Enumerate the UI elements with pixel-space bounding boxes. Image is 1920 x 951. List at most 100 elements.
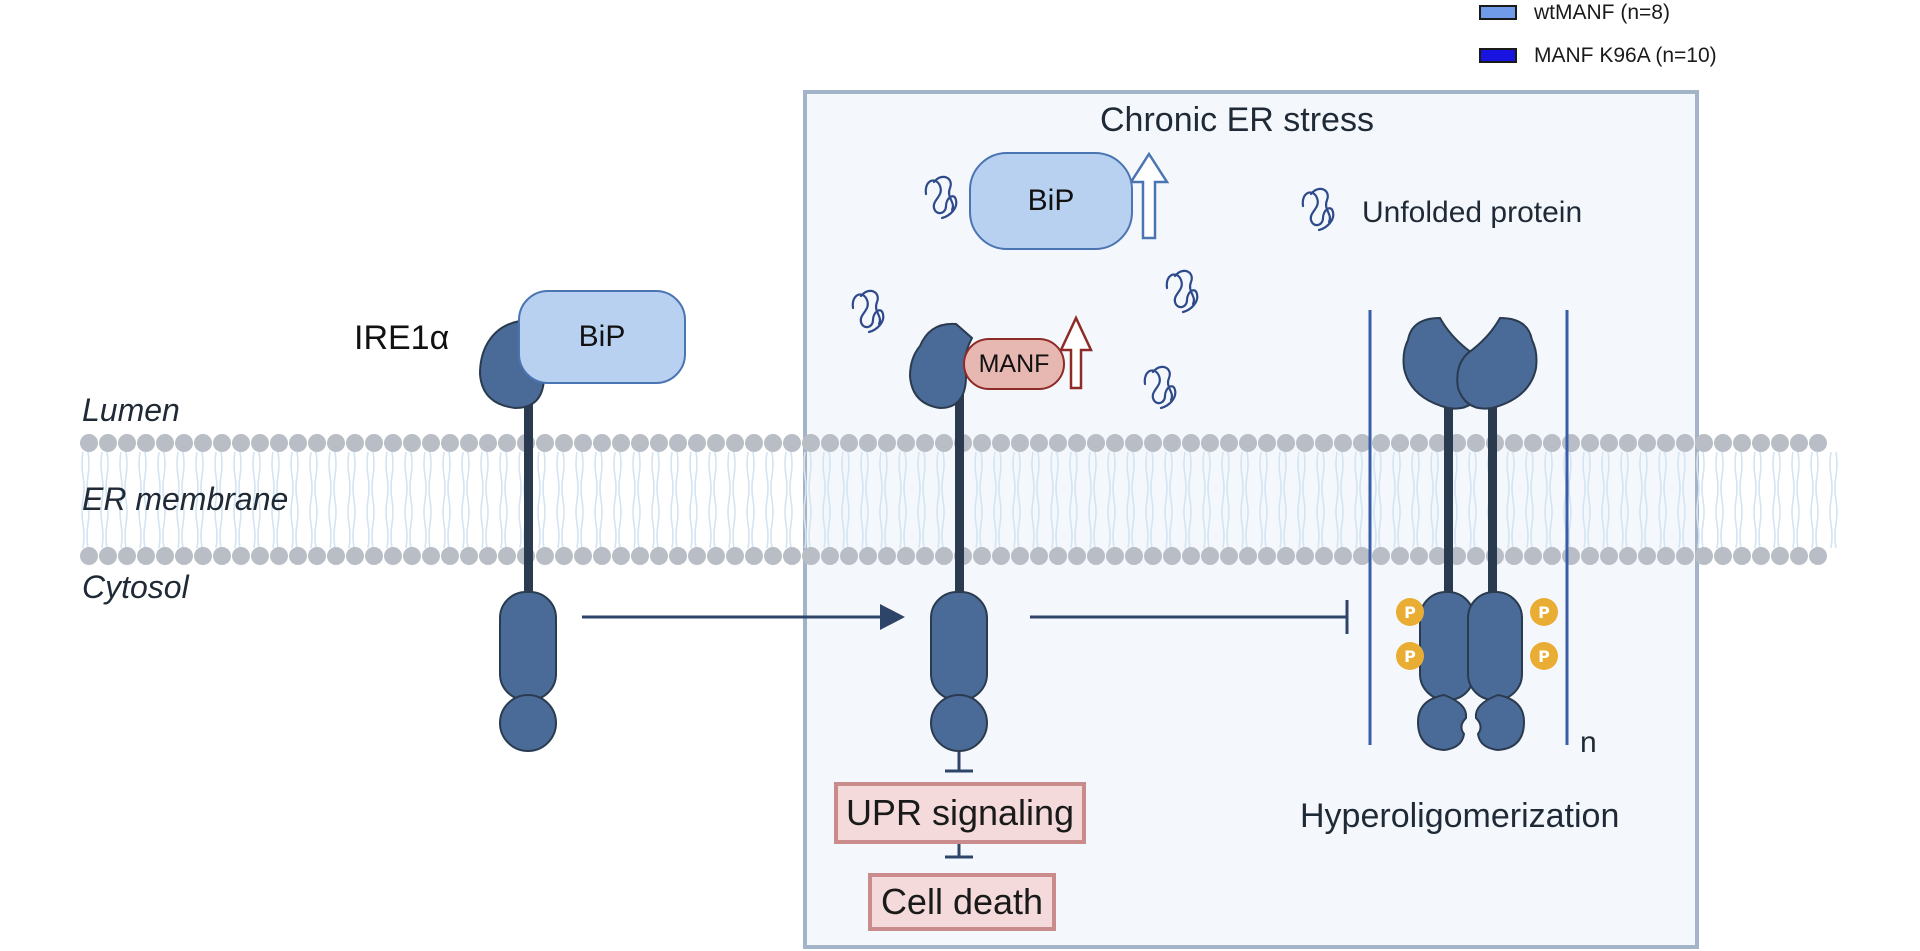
- unfolded-protein-icon: [851, 289, 885, 334]
- lipid-head: [593, 547, 611, 565]
- ire1-dimer: [1402, 316, 1538, 752]
- lipid-head: [1144, 434, 1162, 452]
- phospho-badge: P: [1530, 598, 1558, 626]
- lipid-head: [992, 547, 1010, 565]
- unfolded-protein-icon: [1165, 269, 1199, 314]
- lipid-head: [612, 547, 630, 565]
- lipid-head: [1733, 434, 1751, 452]
- lipid-head: [669, 547, 687, 565]
- lipid-head: [1505, 547, 1523, 565]
- lipid-head: [1087, 434, 1105, 452]
- lipid-head: [384, 547, 402, 565]
- lipid-head: [916, 434, 934, 452]
- lipid-head: [1087, 547, 1105, 565]
- lipid-head: [308, 547, 326, 565]
- lipid-head: [99, 434, 117, 452]
- cell-death-box: Cell death: [868, 873, 1056, 931]
- lipid-head: [1676, 547, 1694, 565]
- up-arrow-icon: [1128, 151, 1170, 240]
- lipid-head: [821, 547, 839, 565]
- lipid-head: [365, 434, 383, 452]
- lipid-head: [1334, 434, 1352, 452]
- lipid-head: [80, 434, 98, 452]
- lipid-head: [118, 547, 136, 565]
- lipid-head: [1467, 547, 1485, 565]
- lipid-head: [384, 434, 402, 452]
- lipid-head: [1695, 547, 1713, 565]
- lipid-head: [669, 434, 687, 452]
- region-label-lumen: Lumen: [82, 392, 180, 428]
- lipid-head: [536, 434, 554, 452]
- lipid-head: [688, 547, 706, 565]
- legend-label-manf-k96a: MANF K96A (n=10): [1534, 44, 1717, 67]
- inhibition-icon: [1030, 600, 1349, 634]
- manf-bound: MANF: [963, 338, 1065, 390]
- lipid-head: [1258, 434, 1276, 452]
- lipid-head: [1220, 434, 1238, 452]
- unfolded-protein-icon: [1301, 187, 1335, 232]
- lipid-head: [1334, 547, 1352, 565]
- lipid-head: [897, 434, 915, 452]
- lipid-head: [327, 434, 345, 452]
- lipid-head: [1372, 434, 1390, 452]
- lipid-head: [1771, 434, 1789, 452]
- lipid-head: [1581, 547, 1599, 565]
- lipid-head: [555, 434, 573, 452]
- lipid-head: [1638, 547, 1656, 565]
- lipid-head: [650, 547, 668, 565]
- lipid-head: [1011, 547, 1029, 565]
- lipid-head: [422, 434, 440, 452]
- oligomer-count-label: n: [1580, 726, 1597, 759]
- lipid-head: [707, 547, 725, 565]
- lipid-head: [574, 434, 592, 452]
- lipid-head: [859, 547, 877, 565]
- lipid-head: [726, 547, 744, 565]
- lipid-head: [422, 547, 440, 565]
- lipid-head: [783, 434, 801, 452]
- lipid-head: [1296, 434, 1314, 452]
- lipid-head: [99, 547, 117, 565]
- lipid-head: [555, 547, 573, 565]
- lipid-head: [821, 434, 839, 452]
- lipid-head: [1277, 434, 1295, 452]
- lipid-head: [764, 547, 782, 565]
- lipid-head: [1068, 547, 1086, 565]
- lipid-head: [1695, 434, 1713, 452]
- lipid-head: [878, 547, 896, 565]
- lipid-head: [707, 434, 725, 452]
- lipid-head: [403, 547, 421, 565]
- phospho-badge: P: [1396, 642, 1424, 670]
- lipid-head: [1353, 547, 1371, 565]
- lipid-head: [783, 547, 801, 565]
- lipid-head: [1543, 547, 1561, 565]
- lipid-head: [1505, 434, 1523, 452]
- lipid-head: [80, 547, 98, 565]
- lipid-head: [232, 547, 250, 565]
- upr-signaling-box: UPR signaling: [834, 782, 1086, 844]
- lipid-head: [1524, 547, 1542, 565]
- lipid-head: [631, 547, 649, 565]
- lipid-head: [1068, 434, 1086, 452]
- lipid-head: [1752, 547, 1770, 565]
- lipid-head: [1657, 434, 1675, 452]
- lipid-head: [802, 434, 820, 452]
- phospho-badge: P: [1530, 642, 1558, 670]
- lipid-head: [346, 434, 364, 452]
- lipid-head: [745, 434, 763, 452]
- lipid-head: [1524, 434, 1542, 452]
- lipid-head: [270, 547, 288, 565]
- lipid-head: [1752, 434, 1770, 452]
- lipid-head: [1201, 547, 1219, 565]
- lipid-head: [1296, 547, 1314, 565]
- lipid-head: [1353, 434, 1371, 452]
- lipid-head: [175, 547, 193, 565]
- lipid-head: [1277, 547, 1295, 565]
- lipid-head: [1410, 547, 1428, 565]
- lipid-head: [1315, 434, 1333, 452]
- lipid-head: [1201, 434, 1219, 452]
- region-label-er-membrane: ER membrane: [82, 481, 289, 517]
- lipid-head: [1391, 434, 1409, 452]
- lipid-head: [156, 547, 174, 565]
- lipid-head: [289, 434, 307, 452]
- lipid-head: [840, 547, 858, 565]
